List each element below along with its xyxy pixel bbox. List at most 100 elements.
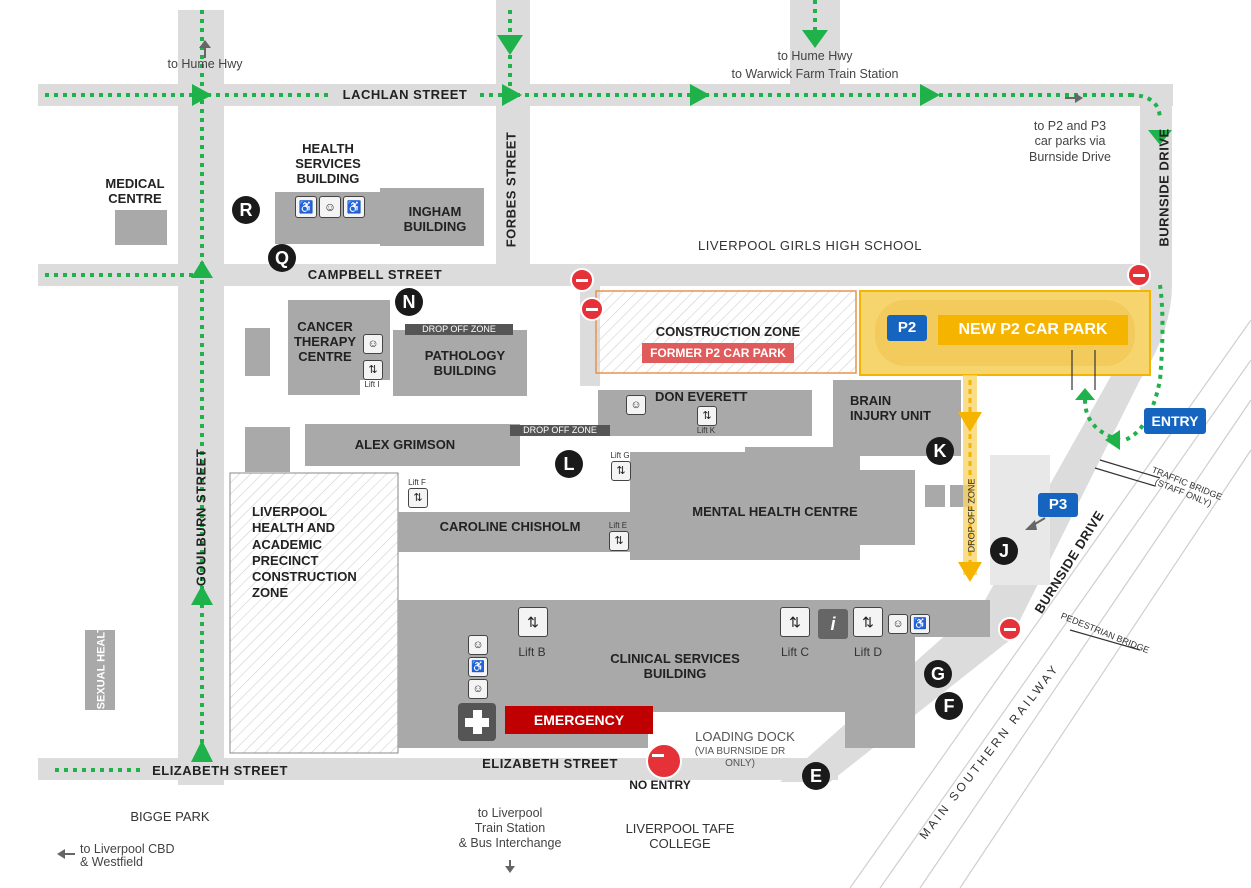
to-warwick-farm: to Warwick Farm Train Station [731,67,899,81]
medical-centre-block [115,210,167,245]
precinct-construction-label: LIVERPOOL HEALTH AND ACADEMIC PRECINCT C… [252,504,357,601]
lift-d-label: Lift D [853,645,882,659]
no-entry-sign [998,617,1022,641]
lift-i-label: Lift I [364,380,380,389]
lift-g-icon: ⇅ [611,461,631,481]
lift-f-icon: ⇅ [408,488,428,508]
sexual-health-label: SEXUAL HEALTH [95,618,108,710]
p3-badge: P3 [1038,493,1078,517]
drop-off-zone-brain: DROP OFF ZONE [966,478,977,553]
to-liverpool-station-1: to Liverpool [477,806,543,820]
lift-c-icon: ⇅ [780,607,810,637]
pathology-label: PATHOLOGY BUILDING [424,348,506,378]
entrance-marker-q[interactable]: Q [268,244,296,272]
lift-d-toilets-icon: ☺ [888,614,908,634]
lift-g-label: Lift G [610,451,630,460]
medical-centre-label: MEDICAL CENTRE [105,176,165,206]
lift-b-label: Lift B [518,645,546,659]
drop-off-zone-alex: DROP OFF ZONE [510,425,610,436]
loading-dock-label: LOADING DOCK [695,729,795,744]
loading-dock-note: (VIA BURNSIDE DR ONLY) [694,746,786,769]
clinical-services-label: CLINICAL SERVICES BUILDING [610,651,740,681]
to-liverpool-station-3: & Bus Interchange [458,836,562,850]
emergency-cross-icon [458,703,496,741]
to-liverpool-cbd-2: & Westfield [80,855,143,869]
tafe-college-label: LIVERPOOL TAFE COLLEGE [625,821,735,851]
p2-badge: P2 [887,315,927,341]
campbell-street-road [38,264,1158,286]
elizabeth-street-left-label: ELIZABETH STREET [152,763,288,778]
to-liverpool-station-2: Train Station [474,821,546,835]
clinical-accessible-icon: ♿ [468,657,488,677]
alex-grimson-label: ALEX GRIMSON [354,437,456,452]
entrance-marker-e[interactable]: E [802,762,830,790]
lift-e-label: Lift E [608,521,628,530]
caroline-chisholm-block [398,512,633,552]
no-entry-sign [1127,263,1151,287]
mental-health-label: MENTAL HEALTH CENTRE [692,504,858,519]
route-guide [45,0,1165,772]
direction-arrows [57,40,1083,873]
lift-d-icon: ⇅ [853,607,883,637]
entrance-marker-n[interactable]: N [395,288,423,316]
lift-e-icon: ⇅ [609,531,629,551]
cancer-toilets-icon: ☺ [363,334,383,354]
burnside-drive-top-label: BURNSIDE DRIVE [1156,128,1172,247]
entrance-marker-g[interactable]: G [924,660,952,688]
bigge-park-label: BIGGE PARK [130,809,210,824]
lift-f-label: Lift F [408,478,426,487]
to-p2-p3-line3: Burnside Drive [1029,150,1111,164]
clinical-baby-change-icon: ☺ [468,635,488,655]
no-entry-sign [580,297,604,321]
pathology-block [393,330,527,396]
entrance-marker-l[interactable]: L [555,450,583,478]
entrance-marker-r[interactable]: R [232,196,260,224]
brain-injury-label: BRAIN INJURY UNIT [850,393,931,423]
to-liverpool-cbd-1: to Liverpool CBD [80,842,175,856]
lift-k-icon: ⇅ [697,406,717,426]
to-p2-p3-line2: car parks via [1034,134,1106,148]
entrance-marker-j[interactable]: J [990,537,1018,565]
don-everett-label: DON EVERETT [655,389,748,404]
drop-off-zone-pathology: DROP OFF ZONE [405,324,513,335]
to-hume-hwy-right: to Hume Hwy [777,49,853,63]
girls-high-school-label: LIVERPOOL GIRLS HIGH SCHOOL [698,238,922,253]
emergency-label: EMERGENCY [505,706,653,734]
health-services-label: HEALTH SERVICES BUILDING [295,141,361,186]
elizabeth-street-main-label: ELIZABETH STREET [482,756,618,771]
lachlan-street-label: LACHLAN STREET [342,87,468,102]
toilets-icon: ♿ [295,196,317,218]
goulburn-street-label: GOULBURN STREET [193,448,209,587]
forbes-street-label: FORBES STREET [503,131,519,248]
lachlan-street-road [38,84,1173,106]
entrance-marker-k[interactable]: K [926,437,954,465]
to-hume-hwy-left: to Hume Hwy [167,57,243,71]
former-p2-car-park-label: FORMER P2 CAR PARK [642,343,794,363]
precinct-construction-zone [229,472,399,754]
no-entry-label: NO ENTRY [629,778,691,792]
elizabeth-street-road [38,758,838,780]
lift-b-icon: ⇅ [518,607,548,637]
route-arrows [191,30,1172,762]
to-p2-p3-line1: to P2 and P3 [1033,119,1107,133]
burnside-drive-road [780,95,1172,782]
new-p2-car-park-label: NEW P2 CAR PARK [938,315,1128,345]
campbell-street-label: CAMPBELL STREET [307,267,443,282]
entrance-marker-f[interactable]: F [935,692,963,720]
no-entry-sign-large [646,743,682,779]
drop-off-route [958,375,982,582]
cancer-therapy-label: CANCER THERAPY CENTRE [293,319,357,364]
ingham-label: INGHAM BUILDING [403,204,467,234]
alex-grimson-block [305,424,520,466]
lift-d-accessible-icon: ♿ [910,614,930,634]
lift-k-label: Lift K [696,426,716,435]
construction-zone-label: CONSTRUCTION ZONE [655,324,801,339]
lift-i-icon: ⇅ [363,360,383,380]
mental-health-block [630,447,915,560]
caroline-chisholm-label: CAROLINE CHISHOLM [439,519,581,534]
no-entry-sign [570,268,594,292]
bridges [1069,350,1161,651]
clinical-toilets-icon: ☺ [468,679,488,699]
info-icon: i [818,609,848,639]
ingham-block [380,188,484,246]
